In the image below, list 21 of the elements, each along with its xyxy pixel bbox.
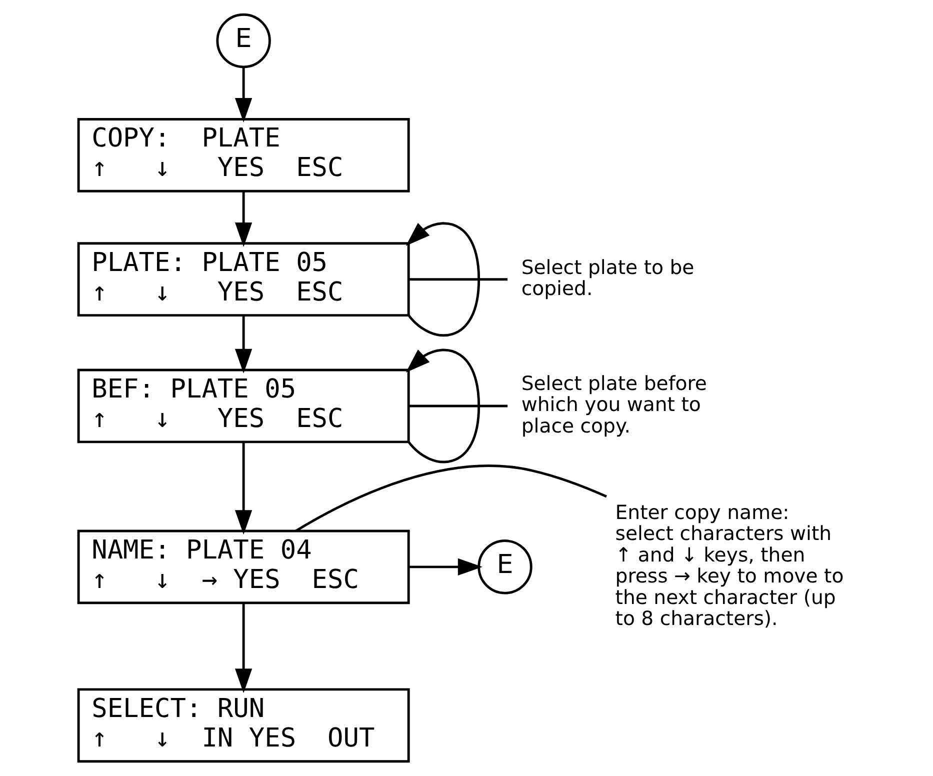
arrow (234, 315, 252, 374)
arrow (234, 603, 252, 694)
connector (408, 278, 508, 281)
arrow (405, 348, 480, 464)
arrow (234, 191, 252, 247)
node-box: SELECT: RUN ↑ ↓ IN YES OUT (76, 688, 410, 763)
node-box: PLATE: PLATE 05 ↑ ↓ YES ESC (76, 242, 410, 317)
connector (294, 464, 606, 532)
connector (408, 404, 508, 408)
arrow (405, 222, 480, 336)
arrow (234, 442, 252, 535)
node-circle: E (216, 13, 270, 68)
node-text: Select plate before which you want to place copy. (520, 372, 706, 438)
node-box: NAME: PLATE 04 ↑ ↓ → YES ESC (76, 530, 410, 604)
arrow (408, 558, 482, 576)
arrow (234, 67, 252, 123)
node-text: Select plate to be copied. (520, 256, 694, 300)
node-circle: E (477, 540, 532, 594)
node-text: Enter copy name: select characters with ↑ and ↓ keys, then press → key to move to the next character (up to 8 characters). (614, 500, 844, 630)
node-box: COPY: PLATE ↑ ↓ YES ESC (76, 118, 410, 192)
node-box: BEF: PLATE 05 ↑ ↓ YES ESC (76, 368, 410, 444)
